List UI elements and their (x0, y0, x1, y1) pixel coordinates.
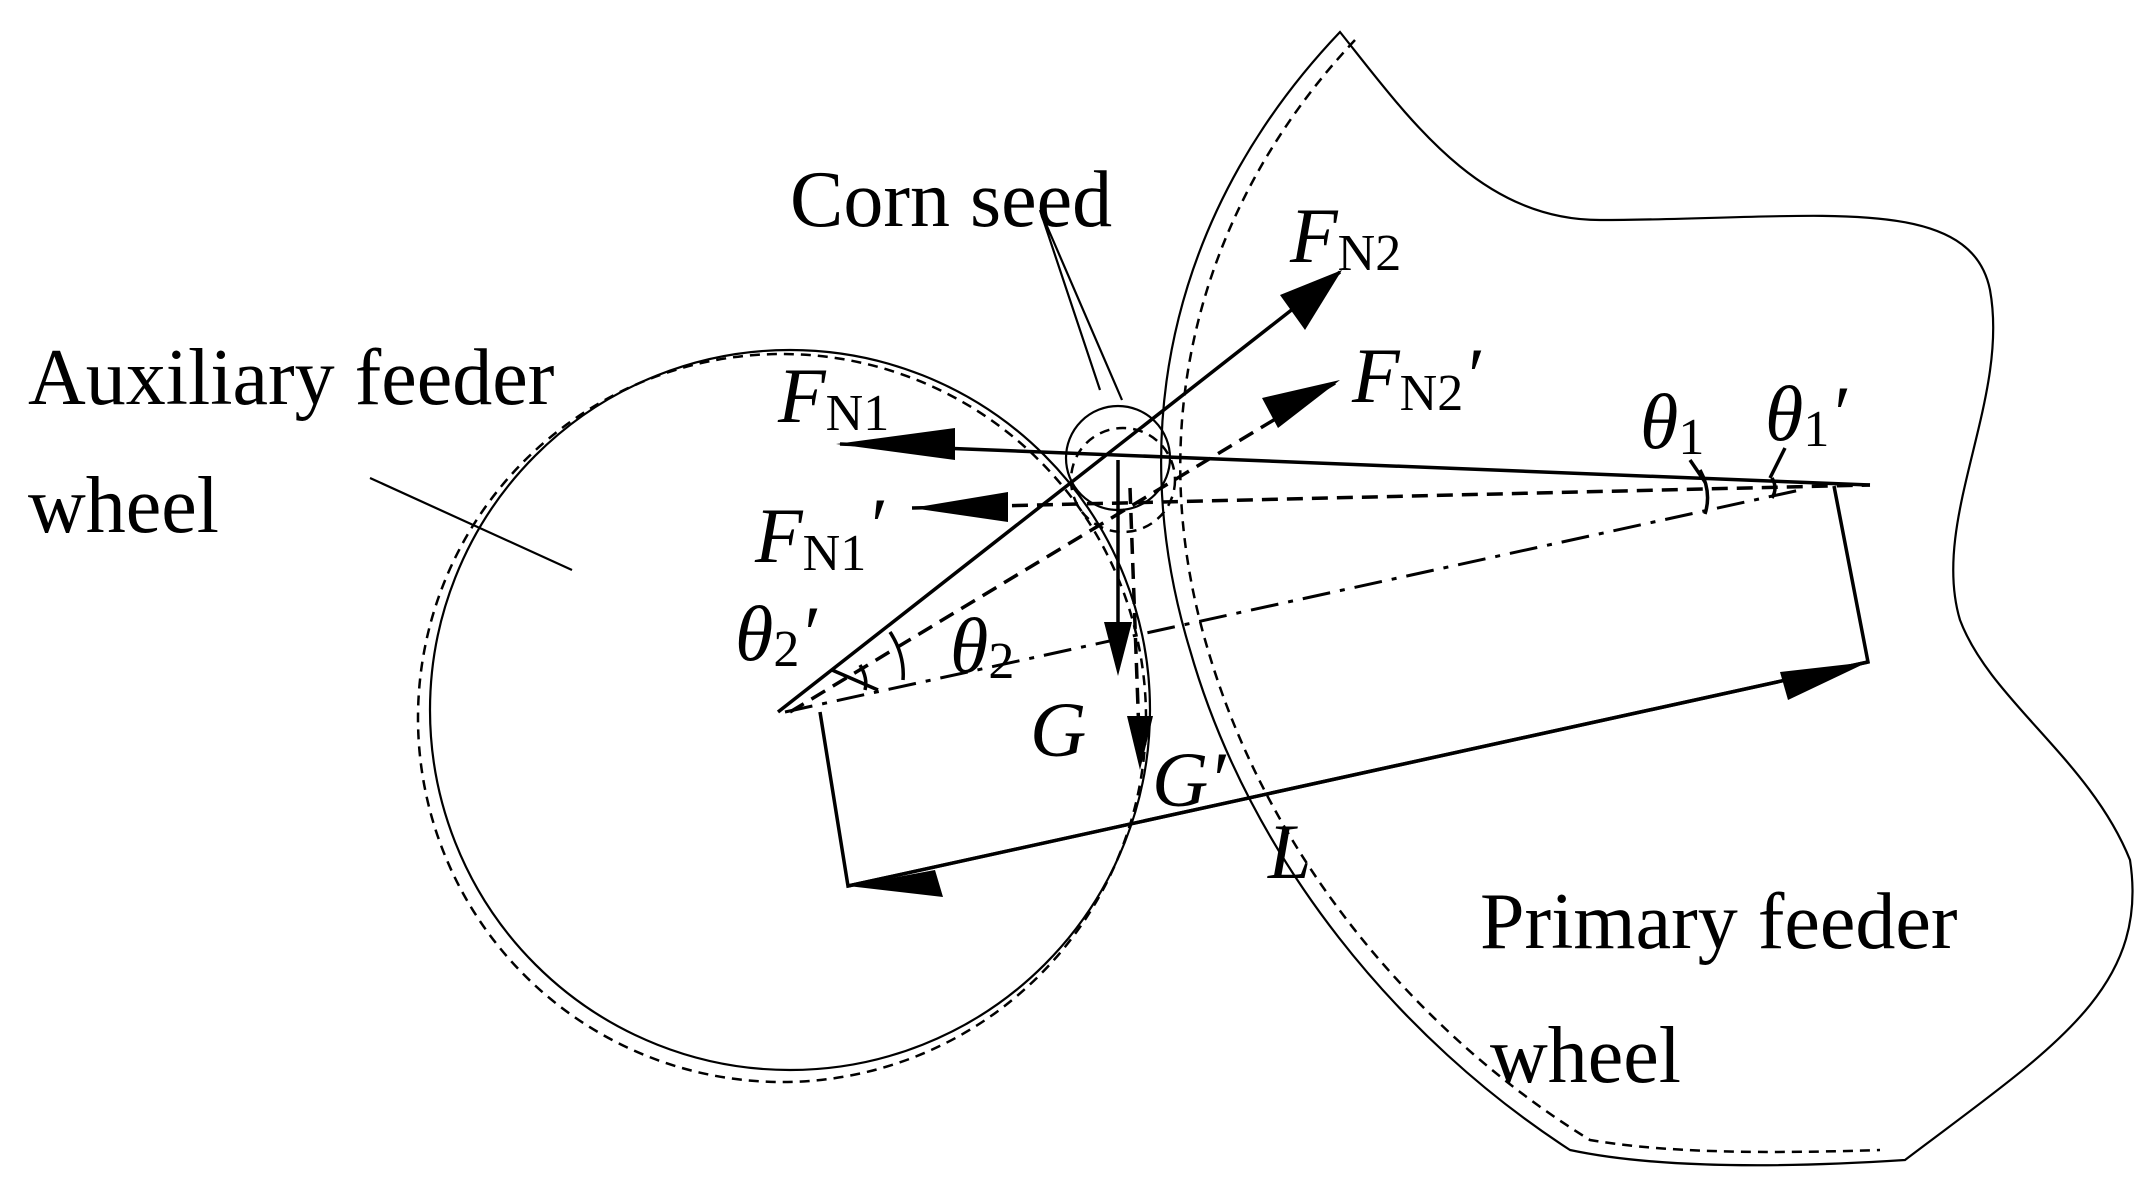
dimension-l-arrowhead-left (848, 870, 943, 897)
dimension-l-arrowhead-right (1780, 662, 1868, 700)
primary-wheel-label-line2: wheel (1490, 1012, 1681, 1100)
theta1-label: θ1 (1640, 378, 1704, 466)
dimension-l (818, 485, 1871, 897)
fn2p-line (789, 381, 1336, 714)
auxiliary-wheel-label-line1: Auxiliary feeder (28, 334, 554, 422)
theta2p-tick (831, 668, 879, 692)
fn1-label: FN1 (777, 352, 889, 442)
corn-seed-leader (1038, 209, 1124, 401)
g-label: G (1030, 686, 1086, 773)
angle-arcs (831, 447, 1787, 692)
theta1-arc (1698, 469, 1710, 515)
gp-arrowhead (1127, 716, 1153, 770)
fn2-label: FN2 (1289, 192, 1401, 282)
theta2-label: θ2 (950, 602, 1014, 690)
auxiliary-wheel-label-line2: wheel (28, 462, 219, 550)
theta1p-label: θ1′ (1765, 370, 1848, 458)
fn2-line (776, 270, 1342, 714)
primary-wheel-label-line1: Primary feeder (1480, 878, 1958, 966)
fn2-arrowhead (1280, 270, 1342, 330)
g-arrowhead (1104, 622, 1132, 676)
fn1p-arrowhead (912, 492, 1008, 522)
labels: Corn seed Auxiliary feeder wheel Primary… (28, 156, 1958, 1100)
theta2-arc (888, 631, 905, 681)
auxiliary-wheel-leader (369, 476, 573, 572)
l-label: L (1267, 808, 1311, 895)
fn2p-arrowhead (1262, 380, 1340, 428)
fn2p-label: FN2′ (1351, 332, 1482, 422)
primary-wheel-outline (1160, 30, 2134, 1167)
theta1p-arc (1770, 477, 1777, 499)
gp-label: G′ (1152, 736, 1227, 823)
primary-feeder-wheel (1160, 30, 2134, 1167)
dimension-l-line (847, 660, 1869, 888)
theta2p-arc (858, 664, 868, 691)
theta1-tick (1688, 459, 1707, 483)
corn-seed-dashed-circle (1069, 426, 1177, 534)
force-vectors (776, 270, 1871, 770)
corn-seed-label: Corn seed (790, 156, 1112, 244)
fn1p-label: FN1′ (754, 482, 885, 582)
theta1p-tick (1768, 447, 1787, 479)
center-line (784, 488, 1801, 714)
fn1p-line (911, 483, 1871, 510)
theta2p-label: θ2′ (735, 590, 818, 678)
auxiliary-wheel-outline (428, 348, 1152, 1072)
fn1-line (839, 442, 1871, 487)
primary-wheel-dashed-arc (1179, 39, 1881, 1154)
fn1-arrowhead (836, 428, 955, 460)
